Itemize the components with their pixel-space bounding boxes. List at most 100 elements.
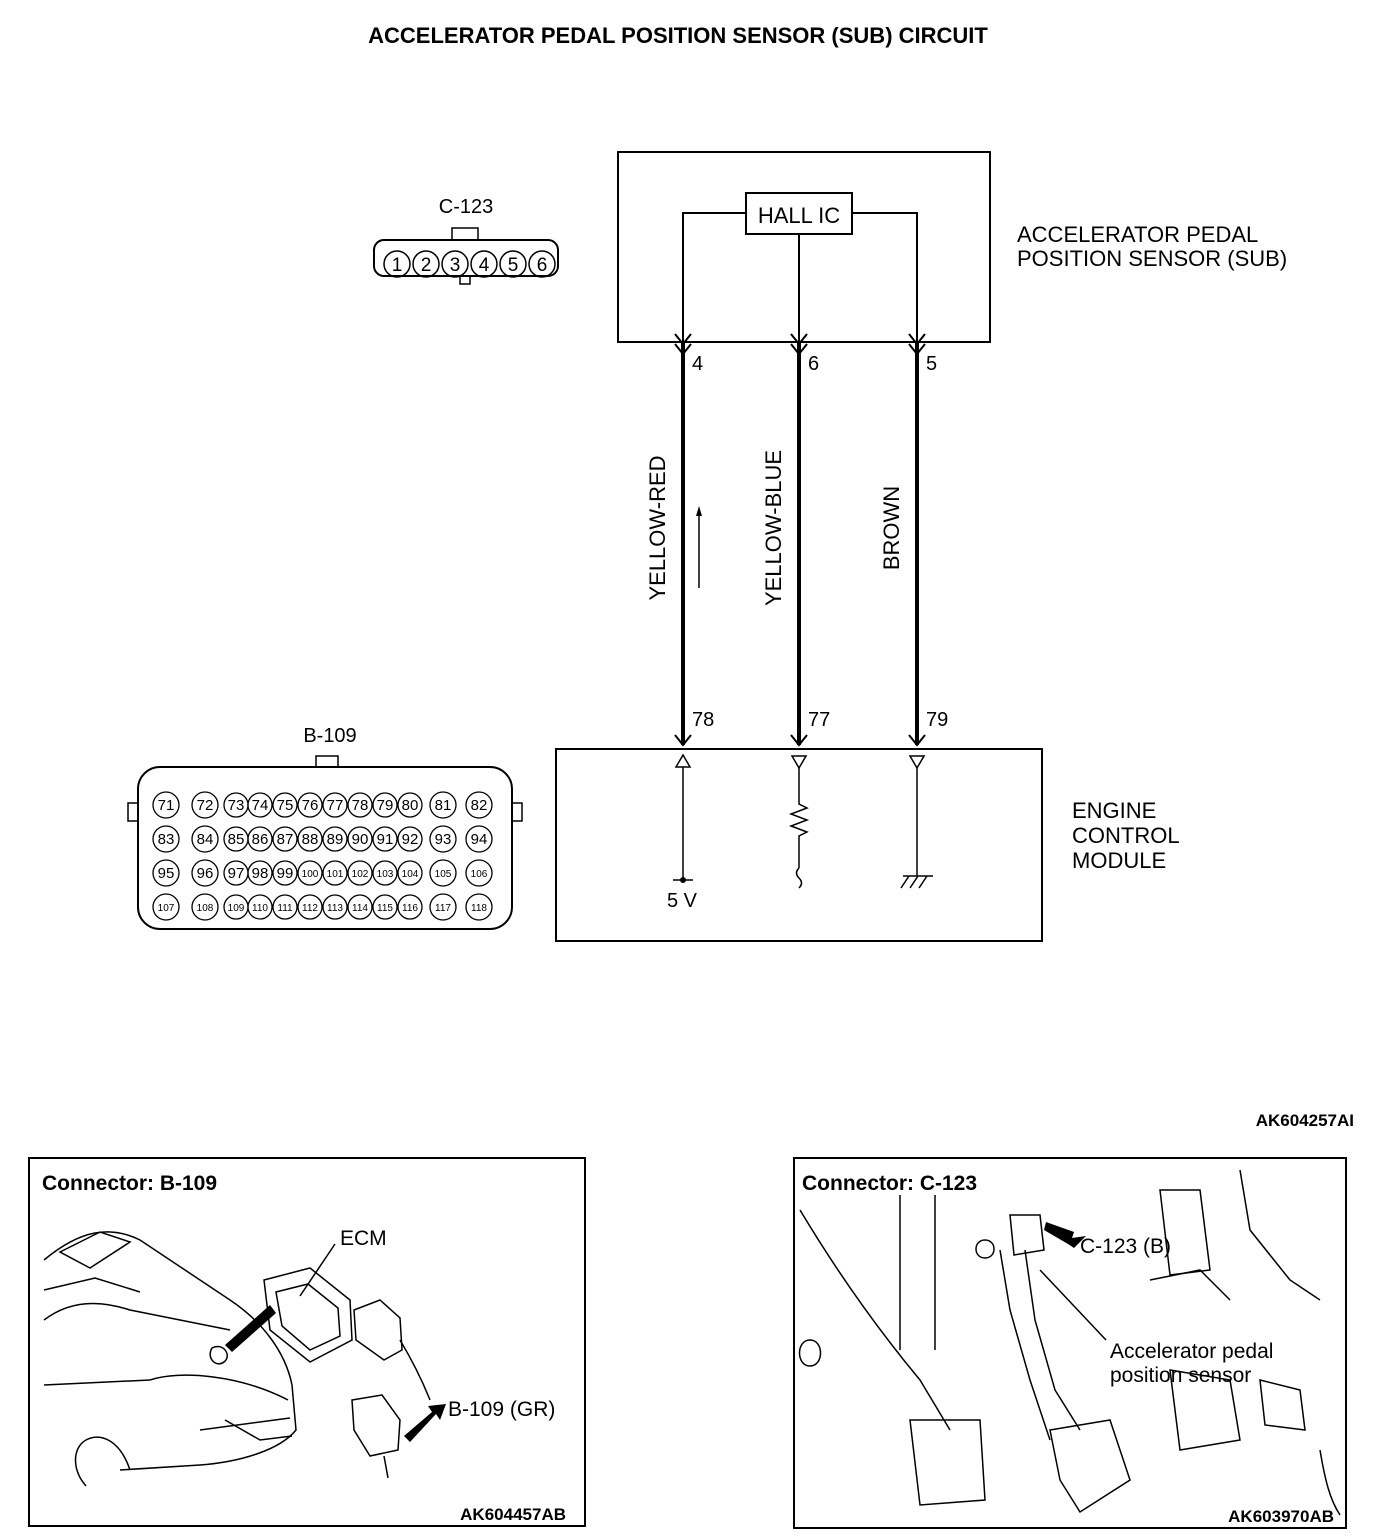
b109-pin-label: 79	[377, 797, 394, 814]
diagram-title: ACCELERATOR PEDAL POSITION SENSOR (SUB) …	[368, 23, 988, 48]
current-arrow-head-icon	[696, 506, 702, 516]
b109-pin-label: 77	[327, 797, 344, 814]
b109-pin-105-icon	[429, 859, 457, 887]
b109-pin-label: 111	[277, 903, 293, 914]
supply-label: 5 V	[667, 890, 698, 912]
hall-ic-label: HALL IC	[758, 203, 840, 228]
c123-pin-label: 5	[508, 255, 519, 276]
b109-pin-label: 88	[302, 831, 319, 848]
ground-hatch-2-icon	[909, 875, 919, 889]
panel-c123-code: AK603970AB	[1228, 1507, 1334, 1526]
b109-pin-78-icon	[347, 792, 373, 818]
b109-pin-82-icon	[465, 791, 493, 819]
b109-pin-label: 98	[252, 865, 269, 882]
c123-pin-label: 2	[421, 255, 432, 276]
ecm-label-line1: ENGINE	[1072, 798, 1156, 823]
b109-pin-101-icon	[322, 860, 348, 886]
b109-pin-107-icon	[152, 893, 180, 921]
b109-pin-94-icon	[465, 825, 493, 853]
b109-pin-99-icon	[272, 860, 298, 886]
b109-pin-label: 89	[327, 831, 344, 848]
c123-pin-3-icon	[441, 250, 469, 278]
ground-hatch-3-icon	[918, 875, 928, 889]
c123-pointer-icon	[1044, 1222, 1086, 1248]
c123-pin-2-icon	[412, 250, 440, 278]
sensor-label-line2: POSITION SENSOR (SUB)	[1017, 246, 1287, 271]
b109-pin-117-icon	[429, 893, 457, 921]
b109-pin-label: 115	[377, 903, 393, 914]
panel-c123-title: Connector: C-123	[802, 1172, 977, 1195]
sensor-pin-4: 4	[692, 353, 703, 375]
panel-c123-connector-label: C-123 (B)	[1080, 1235, 1171, 1258]
sensor-internal-wire-5	[852, 212, 918, 342]
wire-label-brown: BROWN	[879, 486, 904, 570]
b109-pin-108-icon	[191, 893, 219, 921]
ecm-77-terminal-icon	[790, 755, 808, 770]
c123-pin-label: 4	[479, 255, 490, 276]
wire-label-yellow-red: YELLOW-RED	[645, 455, 670, 600]
b109-pin-label: 99	[277, 865, 294, 882]
b109-pin-label: 82	[471, 797, 488, 814]
ecm-pin-77: 77	[808, 709, 830, 731]
b109-pin-label: 87	[277, 831, 294, 848]
sensor-label-line1: ACCELERATOR PEDAL	[1017, 222, 1258, 247]
c123-latch-icon	[451, 227, 479, 241]
ecm-pin-78: 78	[692, 709, 714, 731]
b109-pin-100-icon	[297, 860, 323, 886]
b109-pin-label: 107	[158, 903, 175, 914]
panel-c123-sensor-label-line1: Accelerator pedal	[1110, 1340, 1273, 1363]
b109-pin-label: 104	[402, 869, 419, 880]
b109-pin-label: 109	[228, 903, 245, 914]
b109-pin-72-icon	[191, 791, 219, 819]
b109-pin-label: 105	[435, 869, 452, 880]
b109-pin-label: 93	[435, 831, 452, 848]
b109-pin-label: 117	[435, 903, 451, 914]
c123-pin-label: 3	[450, 255, 461, 276]
c123-label: C-123	[439, 196, 493, 218]
b109-pin-label: 78	[352, 797, 369, 814]
chevron-ecm-77-icon	[790, 734, 808, 747]
c123-pin-label: 6	[537, 255, 548, 276]
b109-pin-80-icon	[397, 792, 423, 818]
b109-label: B-109	[303, 725, 356, 747]
ecm-label-line3: MODULE	[1072, 848, 1166, 873]
b109-pin-label: 101	[327, 869, 344, 880]
car-pointer-icon	[225, 1305, 276, 1352]
b109-pin-label: 85	[228, 831, 245, 848]
b109-pin-111-icon	[272, 894, 298, 920]
b109-connector-body	[137, 766, 513, 930]
panel-b109-title: Connector: B-109	[42, 1172, 217, 1195]
b109-pin-86-icon	[247, 826, 273, 852]
b109-latch-icon	[315, 755, 339, 768]
b109-pin-label: 94	[471, 831, 488, 848]
b109-pin-71-icon	[152, 791, 180, 819]
b109-pin-label: 73	[228, 797, 245, 814]
b109-pin-106-icon	[465, 859, 493, 887]
b109-pin-102-icon	[347, 860, 373, 886]
signal-return-icon	[795, 867, 803, 889]
b109-pin-label: 100	[302, 869, 319, 880]
c123-pin-4-icon	[470, 250, 498, 278]
b109-pin-label: 95	[158, 865, 175, 882]
b109-pin-label: 84	[197, 831, 214, 848]
ecm-label-line2: CONTROL	[1072, 823, 1180, 848]
b109-pin-114-icon	[347, 894, 373, 920]
b109-pin-label: 91	[377, 831, 394, 848]
b109-pin-label: 112	[302, 903, 318, 914]
b109-pin-label: 75	[277, 797, 294, 814]
ecm-79-terminal-icon	[908, 755, 926, 770]
b109-pin-label: 102	[352, 869, 369, 880]
b109-pin-79-icon	[372, 792, 398, 818]
b109-pin-87-icon	[272, 826, 298, 852]
b109-pin-110-icon	[247, 894, 273, 920]
supply-node-icon	[680, 877, 686, 883]
b109-pin-91-icon	[372, 826, 398, 852]
ground-hatch-1-icon	[900, 875, 910, 889]
b109-pin-118-icon	[465, 893, 493, 921]
b109-left-tab-icon	[127, 802, 139, 822]
panel-c123	[793, 1157, 1347, 1529]
resistor-icon	[788, 768, 810, 868]
